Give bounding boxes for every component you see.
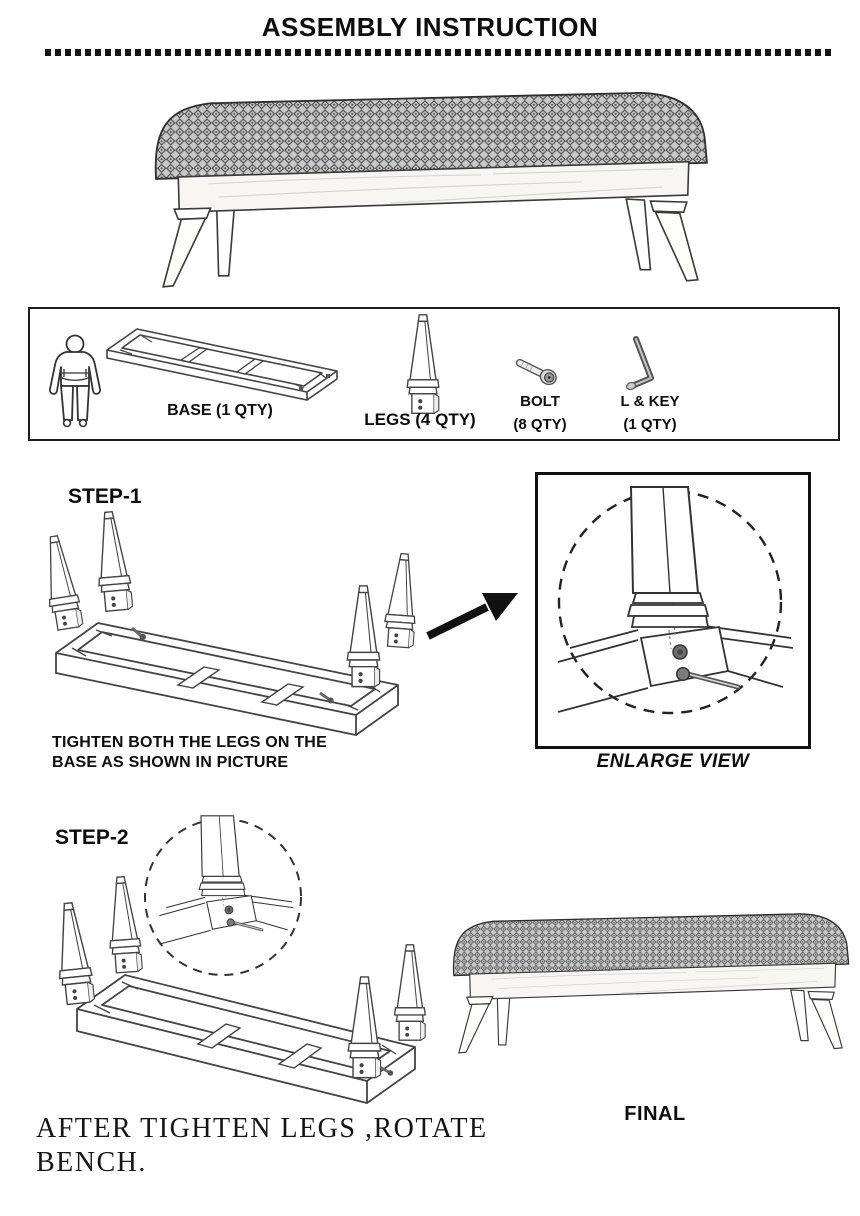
final-bench-illustration: [452, 913, 850, 1054]
leg-part-illustration: [406, 314, 440, 414]
allen-key-illustration: [626, 336, 654, 391]
parts-box: BASE (1 QTY) LEGS (4 QTY) BOLT (8 QTY) L…: [28, 307, 840, 441]
bolt-part-illustration: [515, 358, 557, 386]
bolt-part-qty: (8 QTY): [513, 416, 567, 433]
bolt-marker: [319, 691, 334, 704]
step1-title: STEP-1: [68, 485, 142, 508]
enlarge-view-illustration: [538, 475, 802, 740]
step1-instruction-line2: BASE AS SHOWN IN PICTURE: [52, 754, 289, 771]
bolt-marker: [379, 1065, 394, 1076]
legs-part-label: LEGS (4 QTY): [364, 410, 476, 429]
step1-instruction: TIGHTEN BOTH THE LEGS ON THE BASE AS SHO…: [52, 733, 382, 773]
arrow-icon: [426, 593, 518, 640]
base-part-label: BASE (1 QTY): [167, 402, 273, 419]
step2-instruction-line1: AFTER TIGHTEN LEGS ,ROTATE: [36, 1113, 488, 1144]
person-icon: [49, 334, 101, 428]
step1-instruction-line1: TIGHTEN BOTH THE LEGS ON THE: [52, 734, 327, 751]
enlarge-view-box: [535, 472, 811, 749]
enlarge-view-caption: ENLARGE VIEW: [596, 751, 750, 772]
final-label: FINAL: [624, 1103, 686, 1125]
bolt-part-label: BOLT: [520, 393, 560, 410]
step2-instruction-line2: BENCH.: [36, 1147, 147, 1178]
bolt-marker: [131, 626, 146, 641]
bench-hero-illustration: [154, 92, 708, 288]
base-part-illustration: [106, 328, 338, 401]
step2-instruction: AFTER TIGHTEN LEGS ,ROTATE BENCH.: [36, 1112, 516, 1180]
step2-illustration: [51, 815, 426, 1104]
step2-title: STEP-2: [55, 826, 129, 849]
step1-illustration: [38, 509, 421, 736]
l-key-part-qty: (1 QTY): [623, 416, 677, 433]
dotted-divider: [45, 49, 835, 56]
page-title: ASSEMBLY INSTRUCTION: [261, 12, 599, 42]
l-key-part-label: L & KEY: [620, 393, 680, 410]
